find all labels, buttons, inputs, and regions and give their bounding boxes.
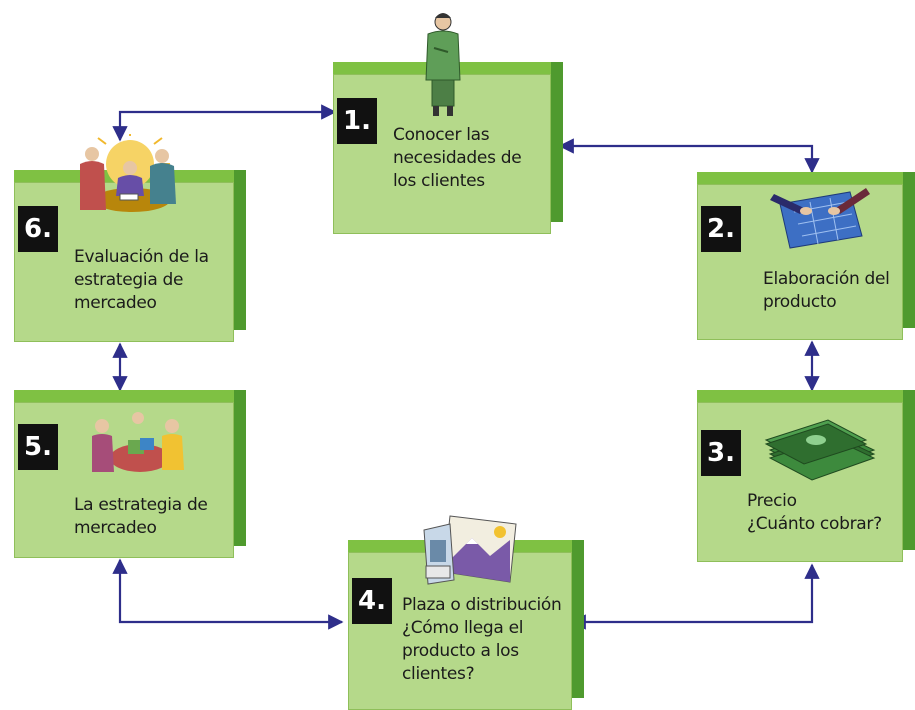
money-stack-icon bbox=[764, 419, 876, 481]
box-side-face bbox=[903, 390, 915, 550]
step-number: 4. bbox=[352, 578, 392, 624]
box-side-face bbox=[572, 540, 584, 698]
step-number: 3. bbox=[701, 430, 741, 476]
step-5-box: 5. La estrategia de mercadeo bbox=[14, 390, 246, 558]
step-label: Plaza o distribución ¿Cómo llega el prod… bbox=[402, 595, 562, 684]
step-label: Precio ¿Cuánto cobrar? bbox=[747, 491, 882, 534]
step-number: 5. bbox=[18, 424, 58, 470]
thinking-woman-icon bbox=[425, 13, 461, 116]
box-side-face bbox=[234, 170, 246, 330]
step-number: 6. bbox=[18, 206, 58, 252]
evaluation-meeting-icon bbox=[80, 134, 176, 212]
box-top-face bbox=[14, 390, 234, 402]
step-number: 2. bbox=[701, 206, 741, 252]
arrow-1-to-2 bbox=[558, 138, 820, 174]
step-label: Elaboración del producto bbox=[763, 269, 890, 312]
arrow-6-to-1 bbox=[112, 104, 337, 142]
step-label: La estrategia de mercadeo bbox=[74, 495, 208, 538]
step-label: Conocer las necesidades de los clientes bbox=[393, 125, 522, 191]
step-number: 1. bbox=[337, 98, 377, 144]
box-side-face bbox=[234, 390, 246, 546]
blueprint-handshake-icon bbox=[770, 188, 870, 249]
box-top-face bbox=[697, 172, 903, 184]
box-top-face bbox=[697, 390, 903, 402]
arrow-5-to-4 bbox=[112, 558, 344, 630]
step-label: Evaluación de la estrategia de mercadeo bbox=[74, 247, 209, 313]
arrow-3-to-4 bbox=[570, 563, 820, 630]
team-meeting-icon bbox=[92, 412, 184, 472]
box-side-face bbox=[551, 62, 563, 222]
box-side-face bbox=[903, 172, 915, 328]
map-mountain-icon bbox=[423, 515, 517, 585]
